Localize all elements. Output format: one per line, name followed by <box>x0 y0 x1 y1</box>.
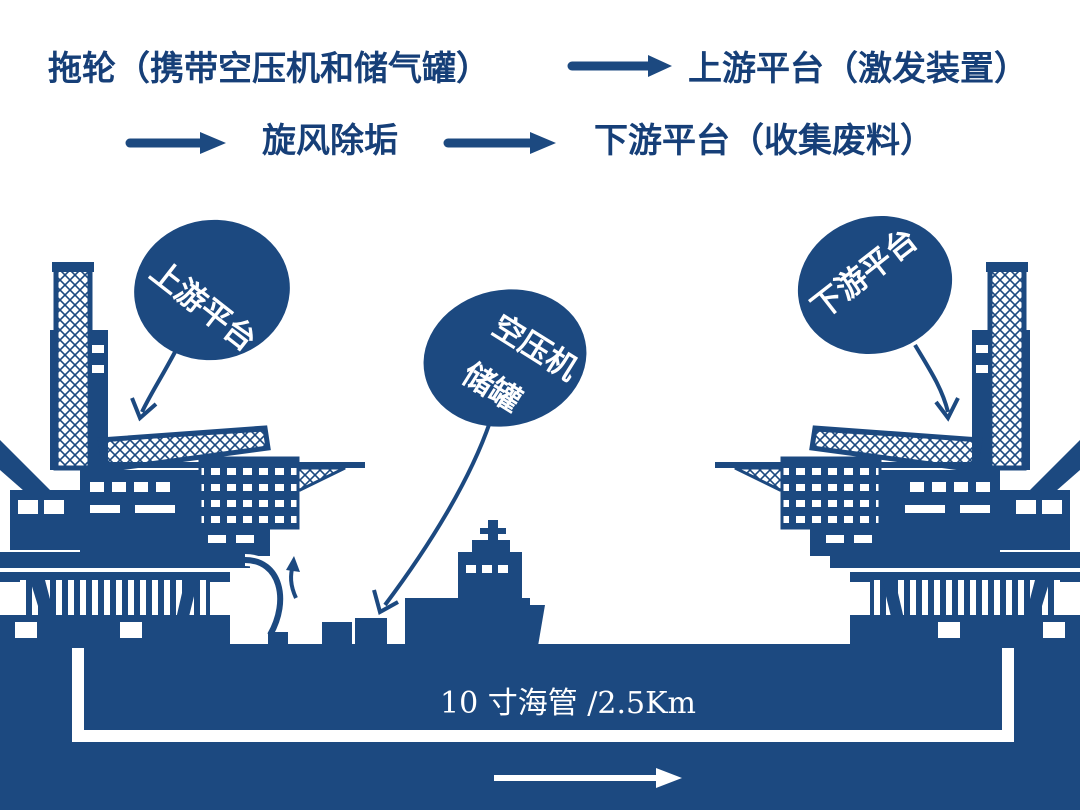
flow-arrow-3-head <box>530 132 556 154</box>
compressor-callout: 空压机 储罐 <box>372 289 587 615</box>
upstream-callout: 上游平台 <box>130 219 290 422</box>
hose-arrow-head <box>286 556 300 572</box>
flow-step-cyclone: 旋风除垢 <box>262 121 398 161</box>
pipeline-interior <box>90 648 996 728</box>
pipeline-label: 10 寸海管 /2.5Km <box>440 686 696 721</box>
flow-arrow-2-head <box>200 132 226 154</box>
flow-step-downstream-platform: 下游平台（收集废料） <box>594 121 934 161</box>
subsea-pipeline <box>72 648 1014 742</box>
seabed-flow-arrow-head <box>656 768 682 788</box>
hose <box>244 557 284 637</box>
downstream-callout: 下游平台 <box>797 215 960 422</box>
flow-step-upstream-platform: 上游平台（激发装置） <box>688 49 1028 89</box>
flow-arrow-1-head <box>648 55 672 77</box>
tugboat-icon <box>268 520 545 646</box>
flow-step-tugboat: 拖轮（携带空压机和储气罐） <box>48 49 490 89</box>
